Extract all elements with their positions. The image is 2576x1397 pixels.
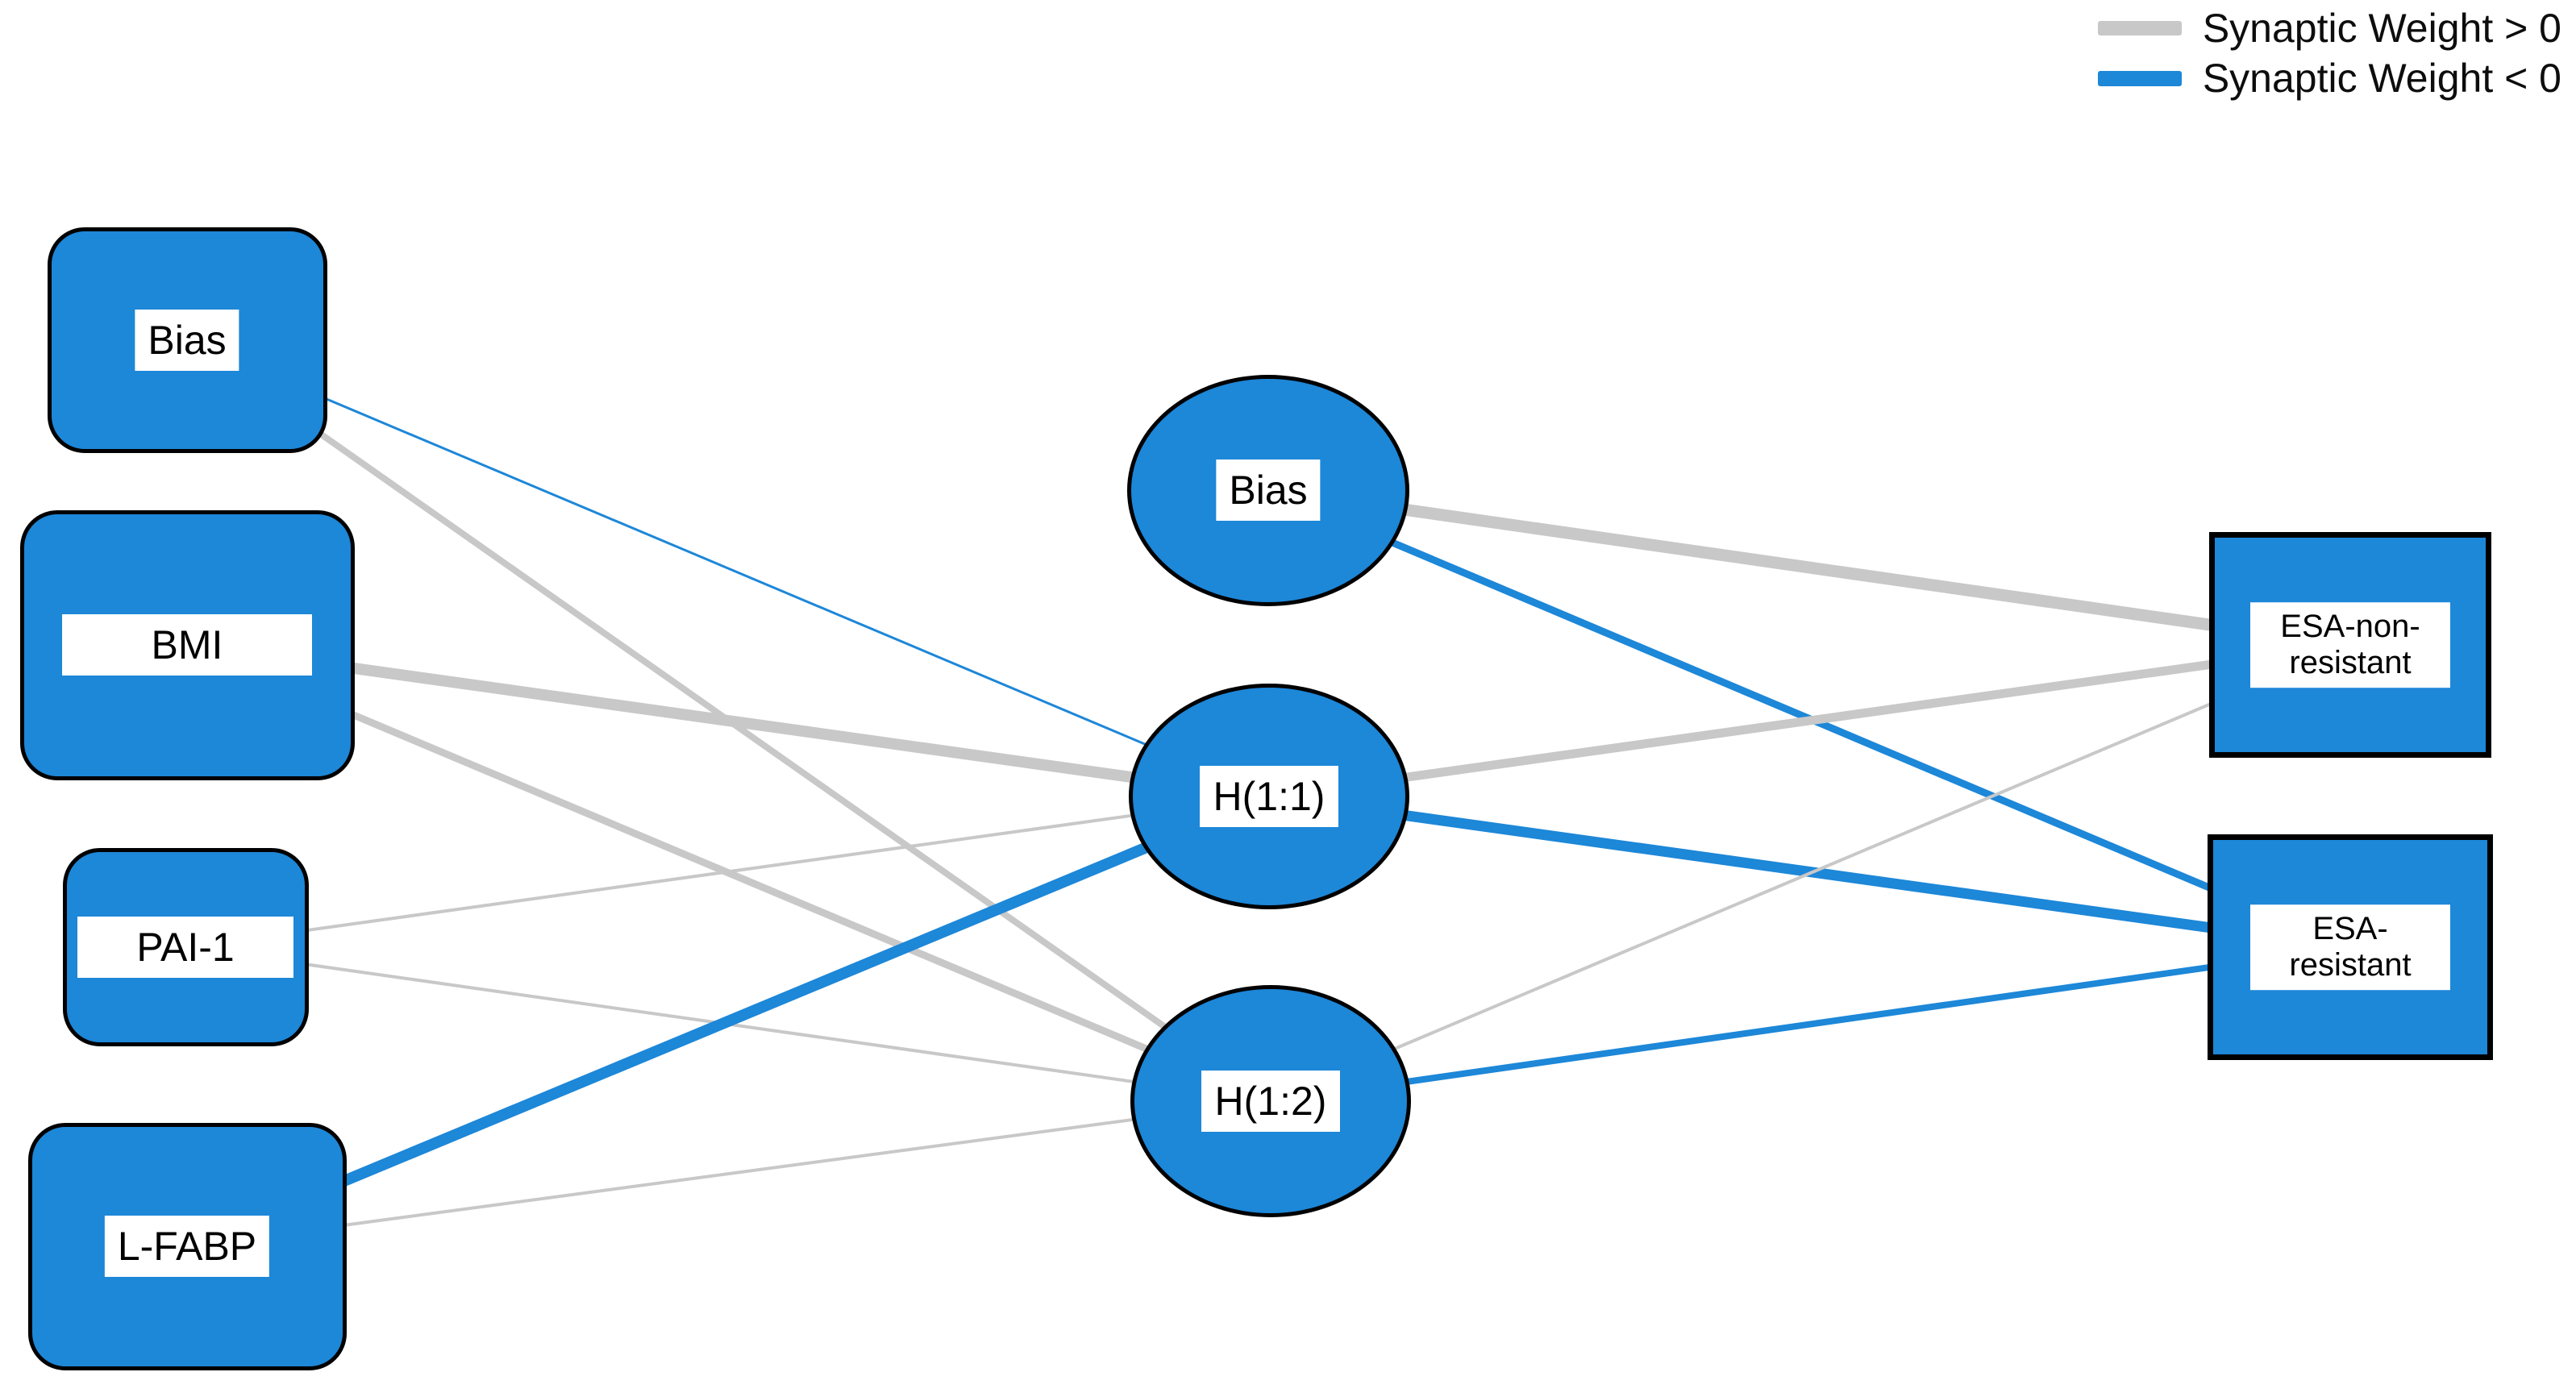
legend-label-negative: Synaptic Weight < 0 <box>2202 56 2561 101</box>
positive-weight-line-swatch <box>2097 21 2182 35</box>
edge-input-lfabp-to-hidden-h12-positive <box>186 1100 1271 1248</box>
node-label-output-esa-res: ESA- resistant <box>2250 904 2450 990</box>
node-label-input-pai1: PAI-1 <box>77 917 293 978</box>
edge-hidden-h12-to-output-esa-res-negative <box>1270 944 2351 1104</box>
node-label-input-bias: Bias <box>135 310 239 371</box>
node-label-hidden-h11: H(1:1) <box>1200 766 1338 827</box>
negative-weight-line-swatch <box>2097 70 2182 86</box>
edge-input-bias-to-hidden-h11-negative <box>186 339 1270 798</box>
edge-hidden-h12-to-output-esa-non-positive <box>1270 643 2351 1103</box>
edge-input-pai1-to-hidden-h11-positive <box>185 795 1270 949</box>
node-label-output-esa-non: ESA-non- resistant <box>2250 602 2450 688</box>
edge-input-bmi-to-hidden-h11-positive <box>186 639 1270 802</box>
legend-item-negative-weight: Synaptic Weight < 0 <box>2097 53 2561 103</box>
node-label-hidden-h12: H(1:2) <box>1201 1071 1340 1132</box>
edge-input-lfabp-to-hidden-h11-negative <box>185 791 1271 1252</box>
node-label-hidden-bias: Bias <box>1216 459 1321 521</box>
node-label-input-bmi: BMI <box>62 614 312 676</box>
legend-item-positive-weight: Synaptic Weight > 0 <box>2097 3 2561 53</box>
edge-hidden-h11-to-output-esa-non-positive <box>1268 640 2351 801</box>
edge-hidden-bias-to-output-esa-non-positive <box>1267 484 2352 651</box>
node-label-input-lfabp: L-FABP <box>104 1216 270 1277</box>
legend: Synaptic Weight > 0 Synaptic Weight < 0 <box>2097 3 2561 103</box>
legend-label-positive: Synaptic Weight > 0 <box>2202 6 2561 51</box>
